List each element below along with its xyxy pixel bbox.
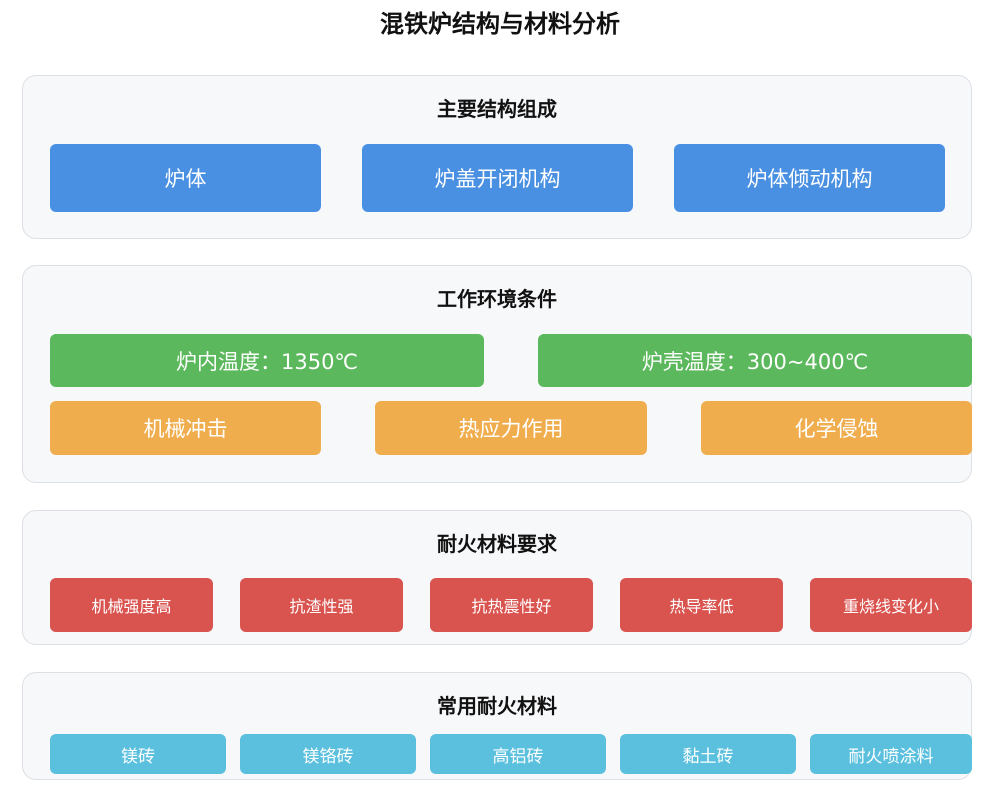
factor-thermal-stress: 热应力作用 [375,401,647,455]
requirement-item: 抗热震性好 [430,578,593,632]
temperature-inner: 炉内温度：1350℃ [50,334,484,387]
material-item: 高铝砖 [430,734,606,774]
requirements-panel: 耐火材料要求 机械强度高 抗渣性强 抗热震性好 热导率低 重烧线变化小 [22,510,972,645]
temperature-shell: 炉壳温度：300~400℃ [538,334,972,387]
factor-mechanical-impact: 机械冲击 [50,401,321,455]
requirement-item: 热导率低 [620,578,783,632]
conditions-panel-title: 工作环境条件 [437,287,557,311]
structure-item-tilting-mechanism: 炉体倾动机构 [674,144,945,212]
structure-item-lid-mechanism: 炉盖开闭机构 [362,144,633,212]
materials-panel-title: 常用耐火材料 [437,694,557,718]
structure-item-furnace-body: 炉体 [50,144,321,212]
material-item: 耐火喷涂料 [810,734,972,774]
factor-chemical-erosion: 化学侵蚀 [701,401,972,455]
page-title: 混铁炉结构与材料分析 [380,10,620,38]
materials-panel: 常用耐火材料 镁砖 镁铬砖 高铝砖 黏土砖 耐火喷涂料 [22,672,972,780]
requirement-item: 抗渣性强 [240,578,403,632]
material-item: 镁铬砖 [240,734,416,774]
structure-panel: 主要结构组成 炉体 炉盖开闭机构 炉体倾动机构 [22,75,972,239]
material-item: 黏土砖 [620,734,796,774]
requirements-panel-title: 耐火材料要求 [437,532,557,556]
material-item: 镁砖 [50,734,226,774]
structure-panel-title: 主要结构组成 [437,97,557,121]
conditions-panel: 工作环境条件 炉内温度：1350℃ 炉壳温度：300~400℃ 机械冲击 热应力… [22,265,972,483]
requirement-item: 机械强度高 [50,578,213,632]
requirement-item: 重烧线变化小 [810,578,972,632]
